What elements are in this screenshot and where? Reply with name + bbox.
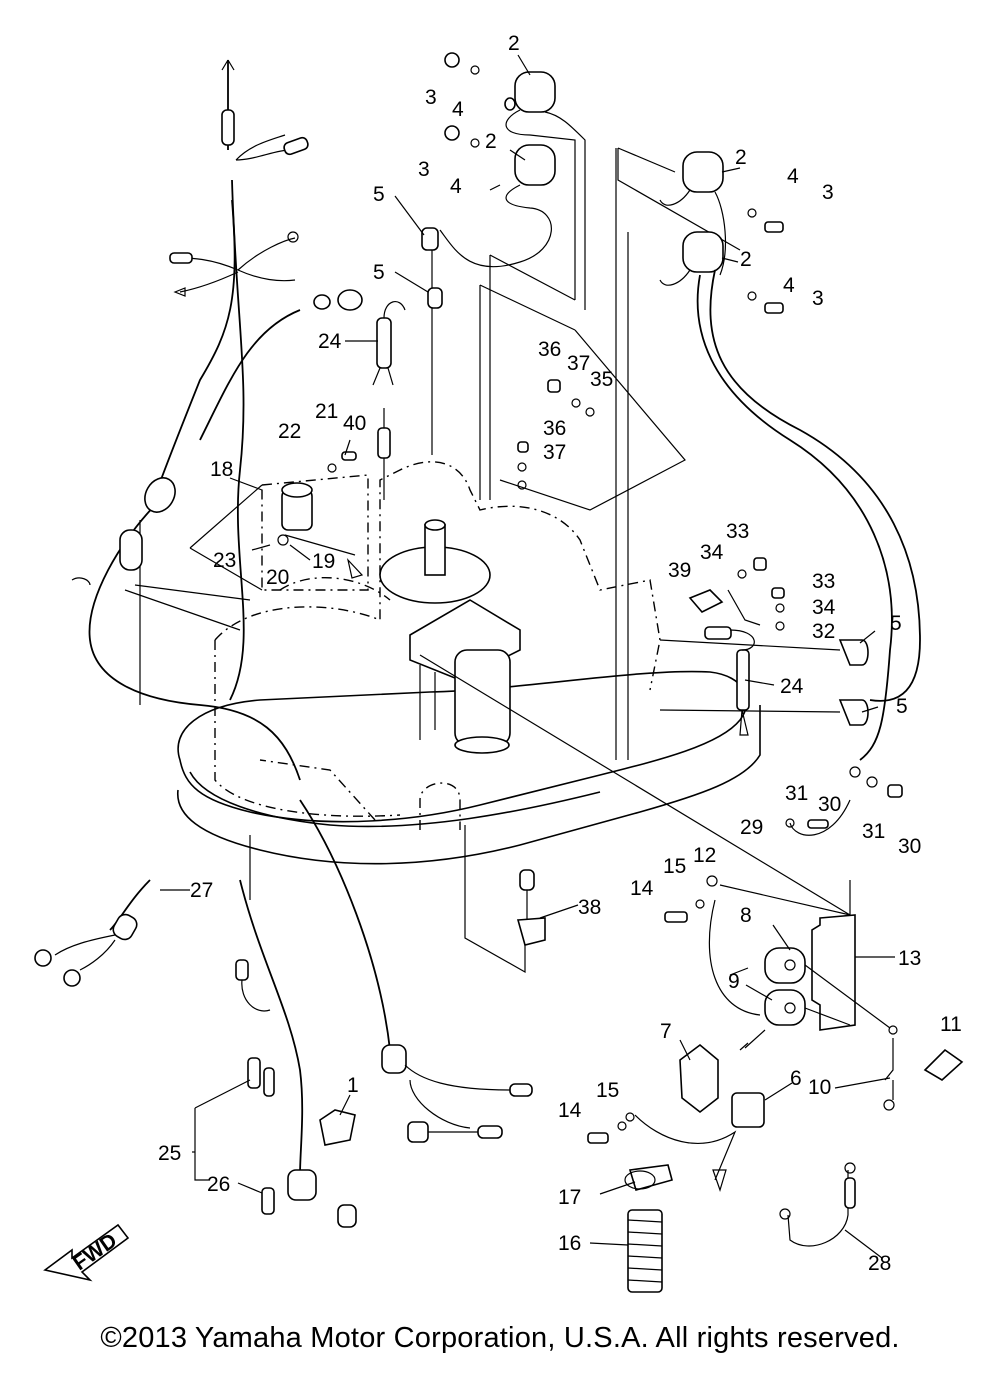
callout-37: 37 [567,352,590,375]
callout-6: 6 [790,1067,802,1090]
callout-2: 2 [740,248,752,271]
callout-2: 2 [508,32,520,55]
callout-12: 12 [693,844,716,867]
lower-harness [34,799,546,1228]
callout-17: 17 [558,1186,581,1209]
callout-2: 2 [735,146,747,169]
callout-4: 4 [450,175,462,198]
ignition-coil-group [439,71,921,761]
callout-3: 3 [812,287,824,310]
callout-8: 8 [740,904,752,927]
callout-30: 30 [818,793,841,816]
callout-24: 24 [318,330,342,353]
relay-assembly [189,474,369,591]
callout-14: 14 [630,877,654,900]
callout-23: 23 [213,549,236,572]
callout-22: 22 [278,420,301,443]
callout-20: 20 [266,566,289,589]
ignition-coil [659,231,921,761]
callout-31: 31 [862,820,885,843]
callout-9: 9 [728,970,740,993]
callout-13: 13 [898,947,921,970]
electric-box [634,899,964,1192]
fwd-arrow-icon: FWD [43,1223,130,1282]
exploded-parts-diagram: FWD 1 2 2 2 [34,32,964,1293]
callout-5: 5 [890,612,902,635]
starter-motor [379,519,521,754]
callout-5: 5 [896,695,908,718]
copyright-notice: ©2013 Yamaha Motor Corporation, U.S.A. A… [100,1322,900,1354]
callout-36: 36 [538,338,561,361]
callout-15: 15 [596,1079,619,1102]
callout-5: 5 [373,261,385,284]
callout-39: 39 [668,559,691,582]
callout-34: 34 [700,541,724,564]
callout-10: 10 [808,1076,831,1099]
callout-34: 34 [812,596,836,619]
main-harness-wire [71,59,363,781]
callout-26: 26 [207,1173,230,1196]
callout-4: 4 [787,165,799,188]
callout-25: 25 [158,1142,181,1165]
callout-30: 30 [898,835,921,858]
fasteners [327,52,903,1144]
callout-16: 16 [558,1232,581,1255]
callout-4: 4 [783,274,795,297]
callout-2: 2 [485,130,497,153]
callout-29: 29 [740,816,763,839]
callout-28: 28 [868,1252,891,1275]
bottom-cowling-outline [177,670,761,865]
ignition-coil [439,144,556,268]
callout-37: 37 [543,441,566,464]
callout-33: 33 [812,570,835,593]
wiring-harness-frame [139,147,851,974]
loose-parts [624,589,856,1293]
callout-40: 40 [343,412,366,435]
callout-3: 3 [822,181,834,204]
callout-labels: 1 2 2 2 2 3 3 3 3 4 4 4 4 5 5 5 5 6 7 8 … [158,32,962,1275]
ignition-coil [504,71,586,310]
callout-24: 24 [780,675,804,698]
callout-3: 3 [425,86,437,109]
leader-lines [160,54,895,1259]
callout-7: 7 [660,1020,672,1043]
callout-14: 14 [558,1099,582,1122]
engine-block-outline [214,461,661,830]
callout-3: 3 [418,158,430,181]
callout-31: 31 [785,782,808,805]
callout-21: 21 [315,400,338,423]
callout-5: 5 [373,183,385,206]
callout-27: 27 [190,879,213,902]
callout-11: 11 [940,1013,962,1036]
callout-33: 33 [726,520,749,543]
callout-15: 15 [663,855,686,878]
rectifier-upper [372,301,406,500]
callout-1: 1 [347,1074,359,1097]
callout-35: 35 [590,368,613,391]
callout-36: 36 [543,417,566,440]
plug-caps [421,227,869,726]
callout-19: 19 [312,550,335,573]
callout-32: 32 [812,620,835,643]
callout-4: 4 [452,98,464,121]
callout-38: 38 [578,896,601,919]
callout-18: 18 [210,458,233,481]
